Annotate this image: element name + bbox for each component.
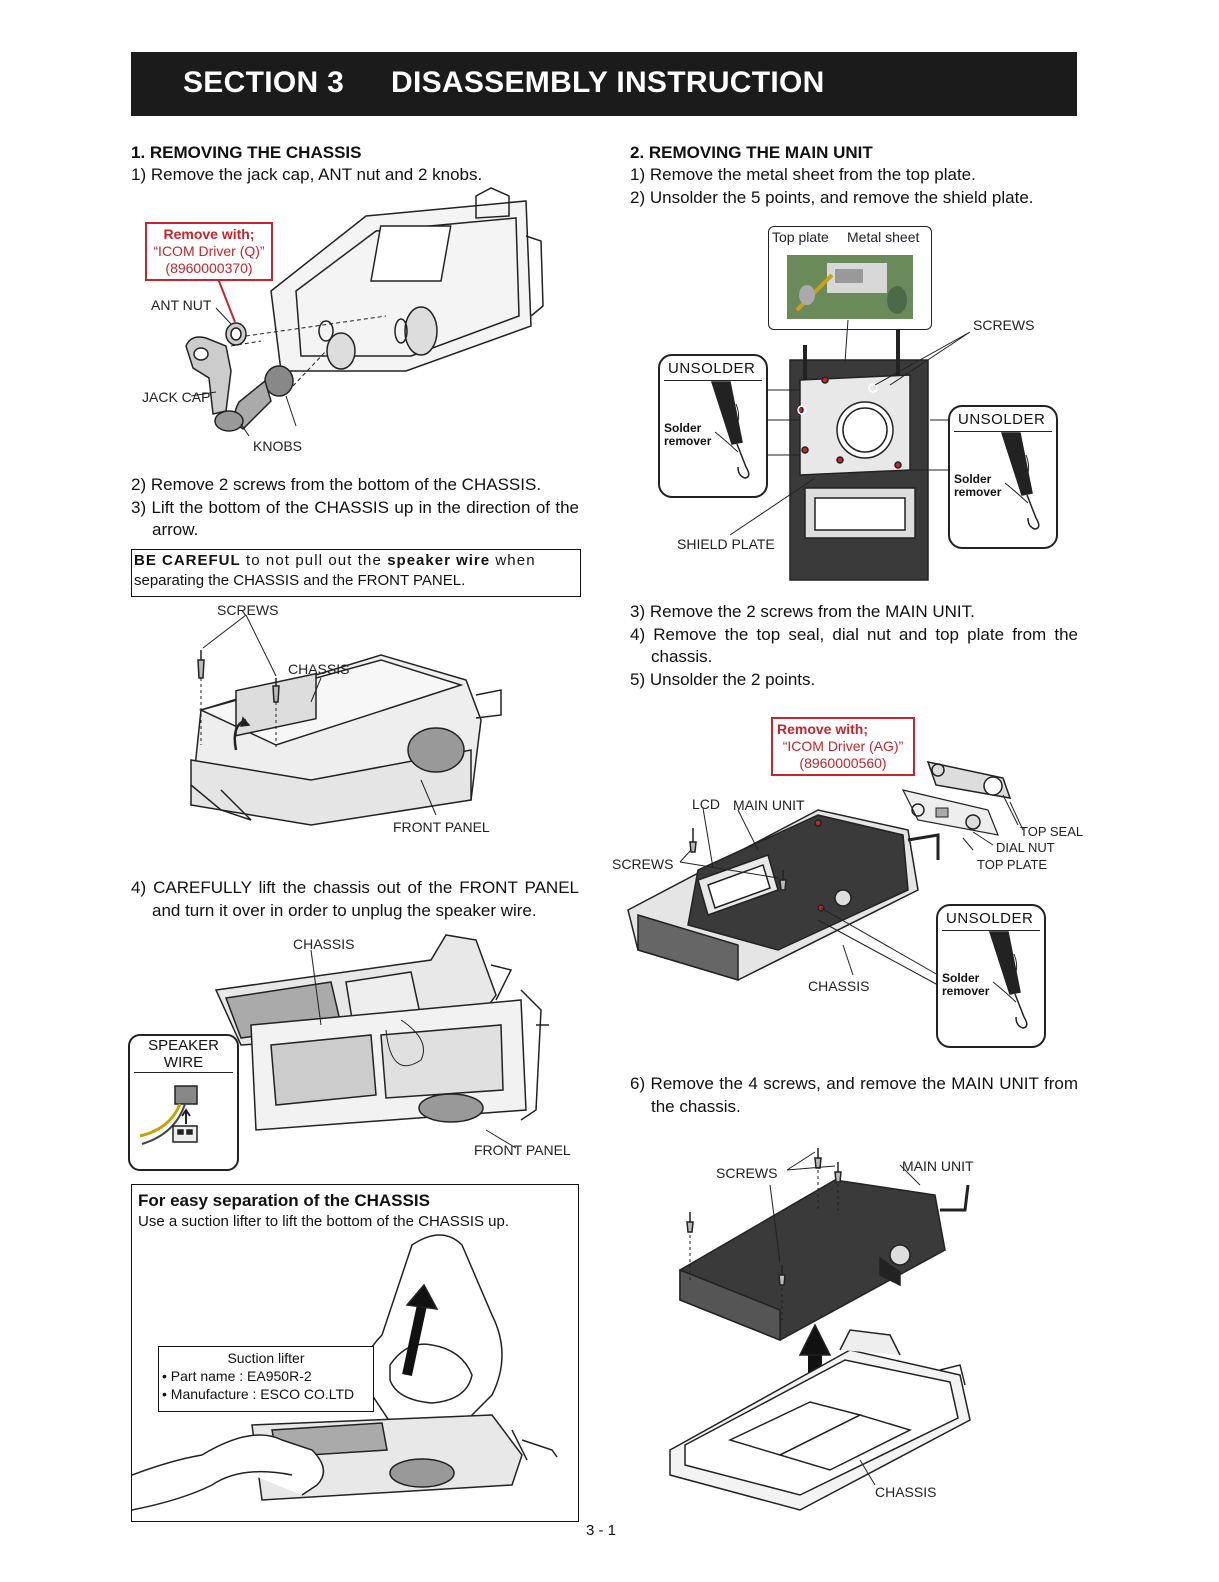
solder-remover-left-1: Solder [664,421,702,435]
speaker-connector-illustration [139,1085,198,1145]
label-screws-fig4: SCREWS [973,317,1035,333]
label-shield-plate: SHIELD PLATE [677,536,775,552]
be-careful-line-2: separating the CHASSIS and the FRONT PAN… [134,572,466,589]
be-careful-text-2: when [490,552,536,569]
label-main-unit-fig6: MAIN UNIT [902,1158,974,1174]
top-plate-callout: Top plate Metal sheet [768,226,932,330]
remove-with-title-ag: Remove with; [777,721,869,737]
label-chassis-fig5: CHASSIS [808,978,870,994]
figure-unplug-speaker [214,934,549,1149]
unsolder-callout-left: UNSOLDER Solder remover [658,354,768,498]
figure-main-unit-removal-a [627,760,1024,986]
be-careful-text-1: to not pull out the [240,552,388,569]
suction-lifter-info: Suction lifter • Part name : EA950R-2 • … [158,1346,374,1412]
speaker-wire-callout: SPEAKER WIRE [128,1034,239,1171]
unsolder-label-fig5: UNSOLDER [946,910,1034,927]
label-top-plate-fig5: TOP PLATE [977,857,1048,872]
label-screws-fig5: SCREWS [612,856,674,872]
solder-remover-illustration-fig5 [988,931,1028,1029]
remove-with-tool: “ICOM Driver (Q)” [153,243,265,259]
step-3-right: 3) Remove the 2 screws from the MAIN UNI… [630,602,975,621]
remove-with-tool-ag: “ICOM Driver (AG)” [782,738,904,754]
remove-with-driver-ag: Remove with; “ICOM Driver (AG)” (8960000… [771,717,915,776]
solder-remover-right-1: Solder [954,472,992,486]
right-column: 2. REMOVING THE MAIN UNIT 1) Remove the … [630,142,1078,209]
suction-lifter-maker: • Manufacture : ESCO CO.LTD [162,1386,355,1402]
remove-with-title: Remove with; [163,226,255,242]
label-chassis-fig2: CHASSIS [288,661,350,677]
remove-with-driver-q: Remove with; “ICOM Driver (Q)” (89600003… [145,222,273,281]
unsolder-label-right: UNSOLDER [958,411,1046,428]
label-front-panel-fig2: FRONT PANEL [393,819,490,835]
unsolder-callout-right: UNSOLDER Solder remover [948,405,1058,549]
easy-separation-box: For easy separation of the CHASSIS Use a… [131,1184,579,1522]
label-knobs: KNOBS [253,438,303,454]
label-screws-fig6: SCREWS [716,1165,778,1181]
label-front-panel-fig3: FRONT PANEL [474,1142,571,1158]
right-step-6: 6) Remove the 4 screws, and remove the M… [630,1073,1078,1118]
be-careful-notice: BE CAREFUL to not pull out the speaker w… [131,549,581,597]
easy-separation-title: For easy separation of the CHASSIS [138,1191,430,1210]
solder-remover-fig5-1: Solder [942,971,980,985]
label-chassis-fig3: CHASSIS [293,936,355,952]
step-5-right: 5) Unsolder the 2 points. [630,669,816,689]
step-2-right: 2) Unsolder the 5 points, and remove the… [630,187,1034,207]
label-dial-nut: DIAL NUT [996,840,1055,855]
speaker-wire-label-2: WIRE [163,1054,204,1071]
top-plate-photo [787,255,913,319]
left-step-4: 4) CAREFULLY lift the chassis out of the… [131,877,579,922]
suction-lifter-part: • Part name : EA950R-2 [162,1368,312,1384]
label-screws-fig2: SCREWS [217,602,279,618]
label-lcd: LCD [692,796,721,812]
label-ant-nut: ANT NUT [151,297,212,313]
solder-remover-illustration-right [1000,432,1040,530]
speaker-wire-bold: speaker wire [387,552,491,569]
solder-remover-left-2: remover [664,434,712,448]
figure-shield-plate [729,319,971,581]
figure-remove-knobs [185,187,544,437]
heading-removing-chassis: 1. REMOVING THE CHASSIS [131,143,362,162]
label-jack-cap: JACK CAP [142,389,211,405]
label-top-plate-photo: Top plate [772,229,829,245]
suction-lifter-title: Suction lifter [227,1350,305,1366]
step-4-right: 4) Remove the top seal, dial nut and top… [630,624,1078,667]
unsolder-label-left: UNSOLDER [668,360,756,377]
page-number: 3 - 1 [586,1522,617,1539]
step-1-left: 1) Remove the jack cap, ANT nut and 2 kn… [131,165,483,184]
step-2-left: 2) Remove 2 screws from the bottom of th… [131,475,542,494]
step-6-right: 6) Remove the 4 screws, and remove the M… [630,1074,1078,1116]
left-steps-2-3: 2) Remove 2 screws from the bottom of th… [131,474,579,542]
remove-with-code: (8960000370) [165,260,253,276]
label-main-unit-fig5: MAIN UNIT [733,797,805,813]
section-number: SECTION 3 [183,66,345,99]
figure-lift-chassis [190,614,502,826]
step-4-left: 4) CAREFULLY lift the chassis out of the… [131,878,579,920]
step-3-left: 3) Lift the bottom of the CHASSIS up in … [131,497,579,540]
easy-separation-subtitle: Use a suction lifter to lift the bottom … [138,1213,510,1230]
figure-main-unit-removal-b [669,1148,971,1511]
label-chassis-fig6: CHASSIS [875,1484,937,1500]
step-1-right: 1) Remove the metal sheet from the top p… [630,165,976,184]
solder-remover-illustration-left [710,381,750,479]
solder-remover-right-2: remover [954,485,1002,499]
heading-removing-main-unit: 2. REMOVING THE MAIN UNIT [630,143,873,162]
label-metal-sheet: Metal sheet [847,229,920,245]
section-title: DISASSEMBLY INSTRUCTION [391,66,825,99]
be-careful-bold: BE CAREFUL [134,552,241,569]
suction-lifter-illustration [132,1234,558,1511]
solder-remover-fig5-2: remover [942,984,990,998]
section-banner: SECTION 3 DISASSEMBLY INSTRUCTION [131,52,1077,116]
speaker-wire-label-1: SPEAKER [148,1037,219,1054]
right-steps-3-5: 3) Remove the 2 screws from the MAIN UNI… [630,601,1078,691]
remove-with-code-ag: (8960000560) [799,755,887,771]
left-column: 1. REMOVING THE CHASSIS 1) Remove the ja… [131,142,579,187]
label-top-seal: TOP SEAL [1020,824,1084,839]
unsolder-callout-fig5: UNSOLDER Solder remover [936,904,1046,1048]
